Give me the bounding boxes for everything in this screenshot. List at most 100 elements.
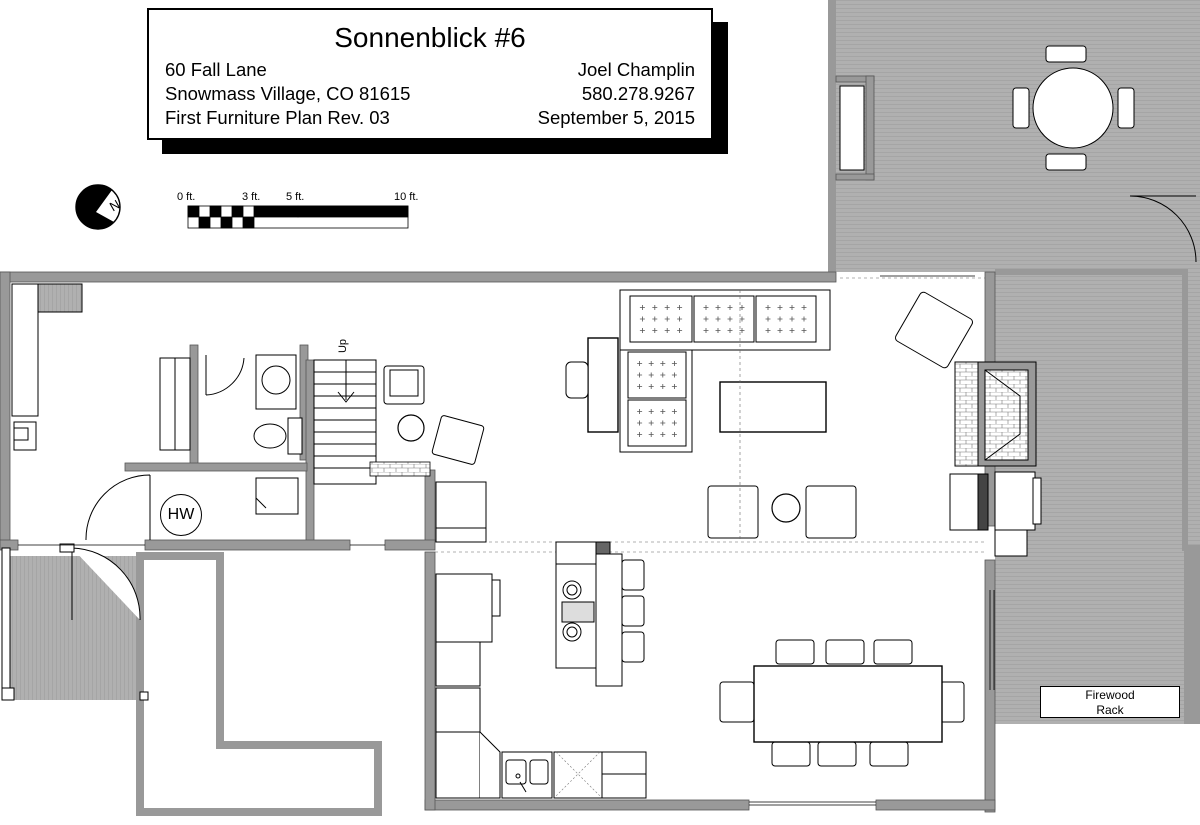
cushion-mark [648, 420, 654, 426]
coffee-table [719, 381, 827, 433]
cushion-mark [703, 328, 709, 333]
cushion-mark [777, 305, 783, 310]
bathroom [159, 354, 303, 455]
round-side-table [771, 493, 801, 523]
scale-label-3: 3 ft. [242, 191, 261, 203]
cushion-mark [739, 328, 745, 333]
cushion-mark [765, 316, 771, 322]
cushion-mark [739, 305, 745, 310]
side-chair [565, 361, 589, 399]
cushion-mark [660, 432, 666, 437]
scale-label-0: 0 ft. [177, 191, 196, 203]
upper-deck [828, 0, 1200, 272]
fireplace [954, 361, 1037, 467]
cushion-mark [637, 432, 643, 437]
dining-table [719, 639, 965, 767]
scale-label-10: 10 ft. [394, 191, 419, 203]
address-column: 60 Fall Lane Snowmass Village, CO 81615 … [165, 58, 410, 130]
cushion-mark [671, 420, 677, 426]
wood-stove [949, 471, 1042, 557]
cushion-mark [671, 384, 677, 389]
staircase [313, 359, 377, 485]
firewood-label-line1: Firewood [1085, 688, 1135, 702]
cushion-mark [660, 420, 666, 426]
cushion-mark [648, 409, 654, 414]
cushion-mark [660, 372, 666, 378]
cushion-mark [648, 432, 654, 437]
cushion-mark [677, 305, 683, 310]
firewood-label-line2: Rack [1096, 703, 1124, 717]
cushion-mark [637, 372, 643, 378]
cushion-mark [801, 305, 807, 310]
cushion-mark [727, 305, 733, 310]
plan-name: First Furniture Plan Rev. 03 [165, 107, 390, 128]
contact-column: Joel Champlin 580.278.9267 September 5, … [538, 58, 695, 130]
cushion-mark [639, 328, 645, 333]
cushion-mark [648, 361, 654, 366]
console-table [587, 337, 619, 433]
cushion-mark [801, 328, 807, 333]
armchairs [383, 291, 974, 539]
deck-door [1129, 195, 1197, 263]
address-line-2: Snowmass Village, CO 81615 [165, 83, 411, 104]
cushion-mark [671, 409, 677, 414]
deck-bench [839, 85, 865, 171]
cushion-mark [637, 409, 643, 414]
cushion-mark [739, 316, 745, 322]
cushion-mark [652, 328, 658, 333]
cushion-mark [727, 316, 733, 322]
cushion-mark [789, 328, 795, 333]
firewood-rack: Firewood Rack [1040, 686, 1180, 718]
cushion-mark [664, 305, 670, 310]
cushion-mark [703, 305, 709, 310]
cushion-mark [727, 328, 733, 333]
cushion-mark [777, 328, 783, 333]
north-arrow-icon [75, 184, 121, 230]
cushion-mark [639, 305, 645, 310]
cushion-mark [660, 361, 666, 366]
owner-phone: 580.278.9267 [581, 83, 695, 104]
cushion-mark [677, 316, 683, 322]
cushion-mark [664, 316, 670, 322]
title-block: Sonnenblick #6 60 Fall Lane Snowmass Vil… [147, 8, 713, 140]
cushion-mark [648, 384, 654, 389]
kitchen-sink [505, 759, 549, 793]
cushion-mark [652, 305, 658, 310]
stair-landing [369, 461, 431, 477]
stairs-up-label: Up [337, 338, 350, 354]
plan-date: September 5, 2015 [537, 107, 695, 128]
address-line-1: 60 Fall Lane [165, 59, 267, 80]
cushion-mark [715, 305, 721, 310]
owner-name: Joel Champlin [577, 59, 695, 80]
cushion-mark [637, 420, 643, 426]
cushion-mark [765, 328, 771, 333]
cushion-mark [777, 316, 783, 322]
laundry [1, 474, 299, 701]
project-title: Sonnenblick #6 [334, 22, 526, 53]
cushion-mark [660, 409, 666, 414]
cushion-mark [715, 316, 721, 322]
beam-lines [435, 277, 985, 553]
cushion-mark [671, 432, 677, 437]
scale-label-5: 5 ft. [286, 191, 305, 203]
cushion-mark [671, 361, 677, 366]
cushion-mark [637, 361, 643, 366]
cushion-mark [637, 384, 643, 389]
water-heater: HW [160, 494, 202, 536]
cushion-mark [703, 316, 709, 322]
cushion-mark [671, 372, 677, 378]
cushion-mark [652, 316, 658, 322]
openings [18, 275, 995, 806]
cushion-mark [715, 328, 721, 333]
cushion-mark [765, 305, 771, 310]
cushion-mark [664, 328, 670, 333]
cushion-mark [789, 305, 795, 310]
cushion-mark [639, 316, 645, 322]
cushion-mark [801, 316, 807, 322]
storage-shelves [11, 283, 83, 451]
cushion-mark [648, 372, 654, 378]
scale-bar [187, 205, 409, 229]
cushion-mark [789, 316, 795, 322]
cushion-mark [677, 328, 683, 333]
